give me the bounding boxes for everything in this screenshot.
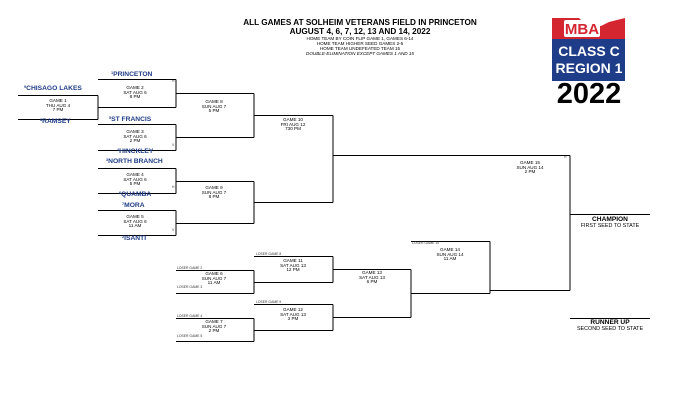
bracket-line-game-14 [411,241,491,294]
loser-game-4-tag: LOSER GAME 4 [177,314,203,318]
loser-game-5-tag: LOSER GAME 5 [177,334,203,338]
champion-subtitle: FIRST SEED TO STATE [580,223,640,229]
header-note: DOUBLE-ELIMINATION EXCEPT GAMES 1 AND 15 [306,51,414,56]
team-mora: 7MORA [122,202,145,209]
runner-up-label: RUNNER UP [590,319,630,326]
team-chisago-lakes: 9CHISAGO LAKES [24,85,82,92]
year-label: 2022 [556,78,622,110]
brand-text: MBA [565,21,599,38]
runner-up-subtitle: SECOND SEED TO STATE [576,326,644,332]
header-dates: AUGUST 4, 6, 7, 12, 13 AND 14, 2022 [289,27,431,36]
loser-game-9-tag: LOSER GAME 9 [256,300,282,304]
loser-game-8-tag: LOSER GAME 8 [256,252,282,256]
team-ramsey: 8RAMSEY [40,118,71,125]
visitor-tag: V [172,228,175,232]
team-princeton: 1PRINCETON [111,71,153,78]
team-hinckley: 4HINCKLEY [117,148,154,155]
logo-line-1: CLASS C [558,43,619,59]
header-title: ALL GAMES AT SOLHEIM VETERANS FIELD IN P… [243,18,477,27]
logo-band [552,39,625,81]
header-note: HOME TEAM UNDEFEATED TEAM 15 [319,46,401,51]
team-isanti: 2ISANTI [122,235,147,242]
champion-label: CHAMPION [592,216,628,223]
home-tag: H [172,79,175,83]
loser-game-2-tag: LOSER GAME 2 [177,266,203,270]
header-note: HOME TEAM BY COIN FLIP GAME 1, GAMES 6-1… [306,36,414,41]
team-north-branch: 3NORTH BRANCH [106,158,163,165]
brand-box [564,20,600,37]
home-tag: H [564,155,567,159]
loser-game-10-tag: LOSER GAME 10 [412,241,440,245]
loser-game-3-tag: LOSER GAME 3 [177,285,203,289]
home-tag: H [172,185,175,189]
bracket-line-game-10 [254,115,334,203]
bracket-line-game-15 [333,155,571,291]
team-st-francis: 5ST FRANCIS [109,116,152,123]
mba-logo: MBA CLASS C REGION 1 [552,18,625,81]
logo-line-2: REGION 1 [556,60,623,76]
visitor-tag: V [172,143,175,147]
team-quamba: 6QUAMBA [119,191,152,198]
header-note: HOME TEAM HIGHER SEED GAMES 2-5 [316,41,404,46]
